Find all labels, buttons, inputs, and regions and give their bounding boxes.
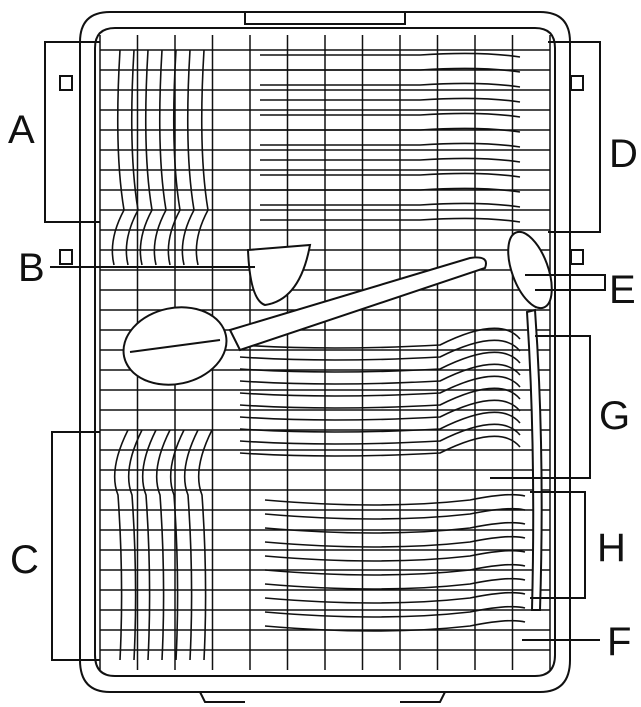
side-clip-right-top <box>570 75 584 91</box>
fork-horizontal <box>264 507 526 520</box>
tray-foot-right <box>400 691 446 703</box>
bracket-g <box>490 335 591 479</box>
fork-vertical <box>167 49 181 266</box>
fork-horizontal <box>239 339 521 361</box>
fork-horizontal <box>264 591 526 604</box>
label-f: F <box>607 620 632 664</box>
fork-vertical <box>197 429 213 661</box>
fork-horizontal <box>264 619 526 632</box>
ladle <box>246 243 312 307</box>
knife-horizontal <box>260 82 521 88</box>
knife-horizontal <box>260 142 521 148</box>
knife-horizontal <box>260 157 521 163</box>
bracket-d <box>548 41 601 233</box>
bracket-h <box>530 491 586 599</box>
knife-horizontal <box>260 112 521 118</box>
fork-vertical <box>127 429 143 661</box>
label-e: E <box>609 268 636 312</box>
tray-handle <box>244 12 406 25</box>
tray-inner-frame <box>94 27 556 677</box>
fork-vertical <box>153 49 167 266</box>
side-clip-left-top <box>59 75 73 91</box>
fork-horizontal <box>239 351 521 373</box>
fork-vertical <box>125 49 139 266</box>
fork-vertical <box>111 49 125 266</box>
callouts <box>44 41 606 661</box>
fork-horizontal <box>239 387 521 409</box>
fork-horizontal <box>264 549 526 562</box>
bracket-c <box>51 431 100 661</box>
utensils <box>111 49 526 661</box>
tray-outer-frame <box>79 11 571 693</box>
fork-horizontal <box>239 375 521 397</box>
fork-horizontal <box>239 411 521 433</box>
label-b: B <box>18 246 45 290</box>
fork-horizontal <box>239 423 521 445</box>
label-a: A <box>8 108 35 152</box>
knife-horizontal <box>260 97 521 103</box>
serving-spoon <box>122 256 487 386</box>
side-clip-right-mid <box>570 249 584 265</box>
fork-vertical <box>181 49 195 266</box>
fork-horizontal <box>239 399 521 421</box>
bracket-a <box>44 41 100 223</box>
fork-horizontal <box>264 493 526 506</box>
fork-horizontal <box>264 521 526 534</box>
label-d: D <box>609 132 638 176</box>
fork-vertical <box>183 429 199 661</box>
label-g: G <box>599 394 631 438</box>
knife-horizontal <box>260 187 521 193</box>
fork-vertical <box>141 429 157 661</box>
knife-horizontal <box>260 202 521 208</box>
knife-horizontal <box>260 67 521 73</box>
fork-vertical <box>113 429 129 661</box>
fork-horizontal <box>264 563 526 576</box>
fork-vertical <box>139 49 153 266</box>
fork-horizontal <box>264 535 526 548</box>
knife-horizontal <box>260 217 521 223</box>
fork-horizontal <box>264 605 526 618</box>
fork-horizontal <box>264 577 526 590</box>
long-spoon <box>507 230 553 611</box>
fork-vertical <box>169 429 185 661</box>
knife-horizontal <box>260 172 521 178</box>
fork-vertical <box>155 429 171 661</box>
tray-foot-left <box>199 691 245 703</box>
fork-horizontal <box>239 327 521 349</box>
leader-e <box>525 274 606 291</box>
fork-horizontal <box>239 435 521 457</box>
label-c: C <box>10 538 39 582</box>
knife-horizontal <box>260 52 521 58</box>
fork-vertical <box>195 49 209 266</box>
knife-horizontal <box>260 127 521 133</box>
label-h: H <box>597 526 626 570</box>
side-clip-left-mid <box>59 249 73 265</box>
fork-horizontal <box>239 363 521 385</box>
